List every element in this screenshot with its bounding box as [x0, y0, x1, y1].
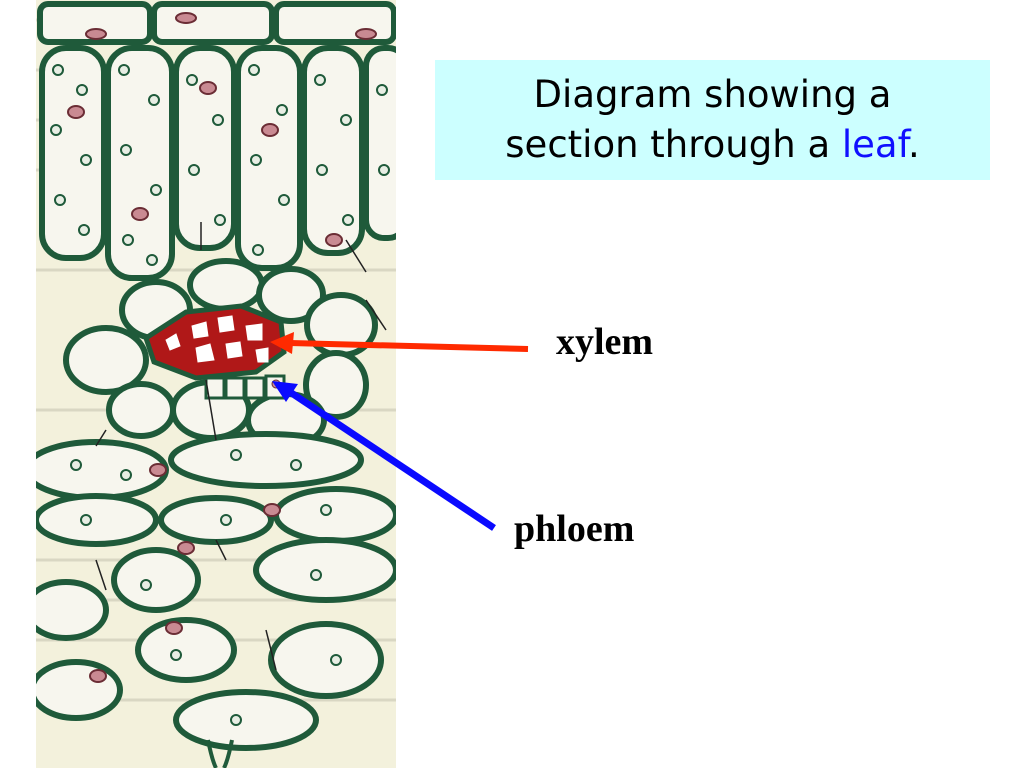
leaf-cross-section-illustration	[36, 0, 396, 768]
title-line-2-suffix: .	[907, 123, 920, 166]
diffusion-arrows	[95, 222, 387, 671]
palisade-chloroplasts	[50, 64, 390, 266]
title-accent-leaf: leaf	[841, 123, 908, 166]
spongy-nuclei	[89, 463, 281, 683]
diagram-title: Diagram showing a section through a leaf.	[505, 70, 919, 170]
stomatal-pore	[206, 739, 234, 768]
palisade-layer	[39, 45, 396, 281]
title-line-1: Diagram showing a	[533, 73, 892, 116]
phloem-nucleus	[271, 379, 281, 389]
epidermis-nuclei	[85, 12, 377, 40]
spongy-mesophyll	[36, 431, 396, 751]
title-line-2-prefix: section through a	[505, 123, 842, 166]
phloem-cells	[204, 374, 286, 400]
palisade-nuclei	[67, 81, 343, 247]
xylem-lumens	[165, 315, 269, 363]
title-box: Diagram showing a section through a leaf.	[435, 60, 990, 180]
phloem-label: phloem	[514, 508, 635, 550]
xylem-label: xylem	[556, 321, 654, 363]
